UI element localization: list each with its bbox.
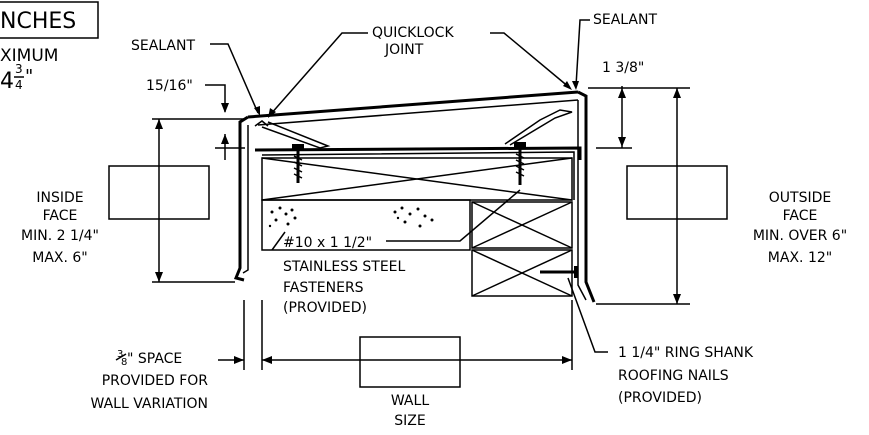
space-label: 3 8 " SPACE PROVIDED FOR WALL VARIATION	[91, 349, 209, 412]
title-text: NCHES	[0, 9, 76, 34]
inside-face-label: INSIDE FACE MIN. 2 1/4" MAX. 6"	[21, 190, 99, 266]
wall-size-dim-box	[359, 336, 461, 388]
svg-text:1 1/4" RING SHANK: 1 1/4" RING SHANK	[618, 345, 754, 361]
sealant-right-label: SEALANT	[593, 12, 657, 28]
wall-size-dimension	[218, 300, 573, 388]
max-value-den: 4	[15, 78, 23, 92]
outside-face-label: OUTSIDE FACE MIN. OVER 6" MAX. 12"	[753, 190, 847, 266]
svg-text:3: 3	[117, 349, 123, 360]
wood-blocking-right	[471, 201, 573, 297]
svg-text:FASTENERS: FASTENERS	[283, 280, 364, 296]
svg-text:OUTSIDE: OUTSIDE	[769, 190, 831, 206]
inside-face-dimension	[108, 118, 245, 283]
svg-text:MIN. 2 1/4": MIN. 2 1/4"	[21, 228, 99, 244]
svg-text:INSIDE: INSIDE	[36, 190, 83, 206]
svg-text:PROVIDED FOR: PROVIDED FOR	[102, 373, 209, 389]
svg-text:8: 8	[121, 357, 127, 368]
title-box: NCHES	[0, 1, 99, 39]
dim-1-3-8: 1 3/8"	[596, 60, 644, 149]
quicklock-label-1: QUICKLOCK	[372, 25, 454, 41]
svg-text:(PROVIDED): (PROVIDED)	[618, 390, 702, 406]
nails-label: 1 1/4" RING SHANK ROOFING NAILS (PROVIDE…	[618, 345, 754, 406]
svg-text:WALL VARIATION: WALL VARIATION	[91, 396, 208, 412]
dim-15-16-text: 15/16"	[146, 78, 193, 94]
fastener-label: #10 x 1 1/2" STAINLESS STEEL FASTENERS (…	[283, 235, 406, 316]
fastener-left	[292, 144, 304, 183]
sealant-left-label: SEALANT	[131, 38, 195, 54]
dim-15-16: 15/16"	[146, 78, 245, 160]
leaders	[210, 19, 608, 353]
svg-text:MIN. OVER 6": MIN. OVER 6"	[753, 228, 847, 244]
svg-text:FACE: FACE	[43, 208, 78, 224]
svg-text:#10 x 1 1/2": #10 x 1 1/2"	[283, 235, 372, 251]
svg-text:STAINLESS STEEL: STAINLESS STEEL	[283, 259, 406, 275]
max-value-whole: 4	[0, 69, 14, 94]
wall-size-label: WALL SIZE	[391, 393, 429, 429]
svg-text:MAX. 12": MAX. 12"	[768, 250, 832, 266]
svg-text:MAX. 6": MAX. 6"	[32, 250, 88, 266]
svg-text:" SPACE: " SPACE	[127, 351, 182, 367]
coping-cap	[233, 90, 596, 303]
svg-text:SIZE: SIZE	[394, 413, 425, 429]
outside-face-dimension	[588, 87, 728, 305]
svg-text:(PROVIDED): (PROVIDED)	[283, 300, 367, 316]
svg-text:WALL: WALL	[391, 393, 429, 409]
concrete-wall	[261, 199, 471, 251]
wood-blocking-top	[261, 157, 573, 201]
dim-1-3-8-text: 1 3/8"	[602, 60, 644, 76]
svg-text:ROOFING NAILS: ROOFING NAILS	[618, 368, 729, 384]
max-value-num: 3	[15, 62, 23, 76]
max-note: XIMUM 4 3 4 "	[0, 46, 58, 94]
cleat	[254, 109, 582, 200]
max-label: XIMUM	[0, 46, 58, 66]
max-value-inch: "	[25, 66, 33, 87]
svg-text:FACE: FACE	[783, 208, 818, 224]
ring-shank-nail	[540, 266, 578, 278]
fastener-right	[514, 142, 526, 185]
quicklock-label-2: JOINT	[384, 42, 424, 58]
